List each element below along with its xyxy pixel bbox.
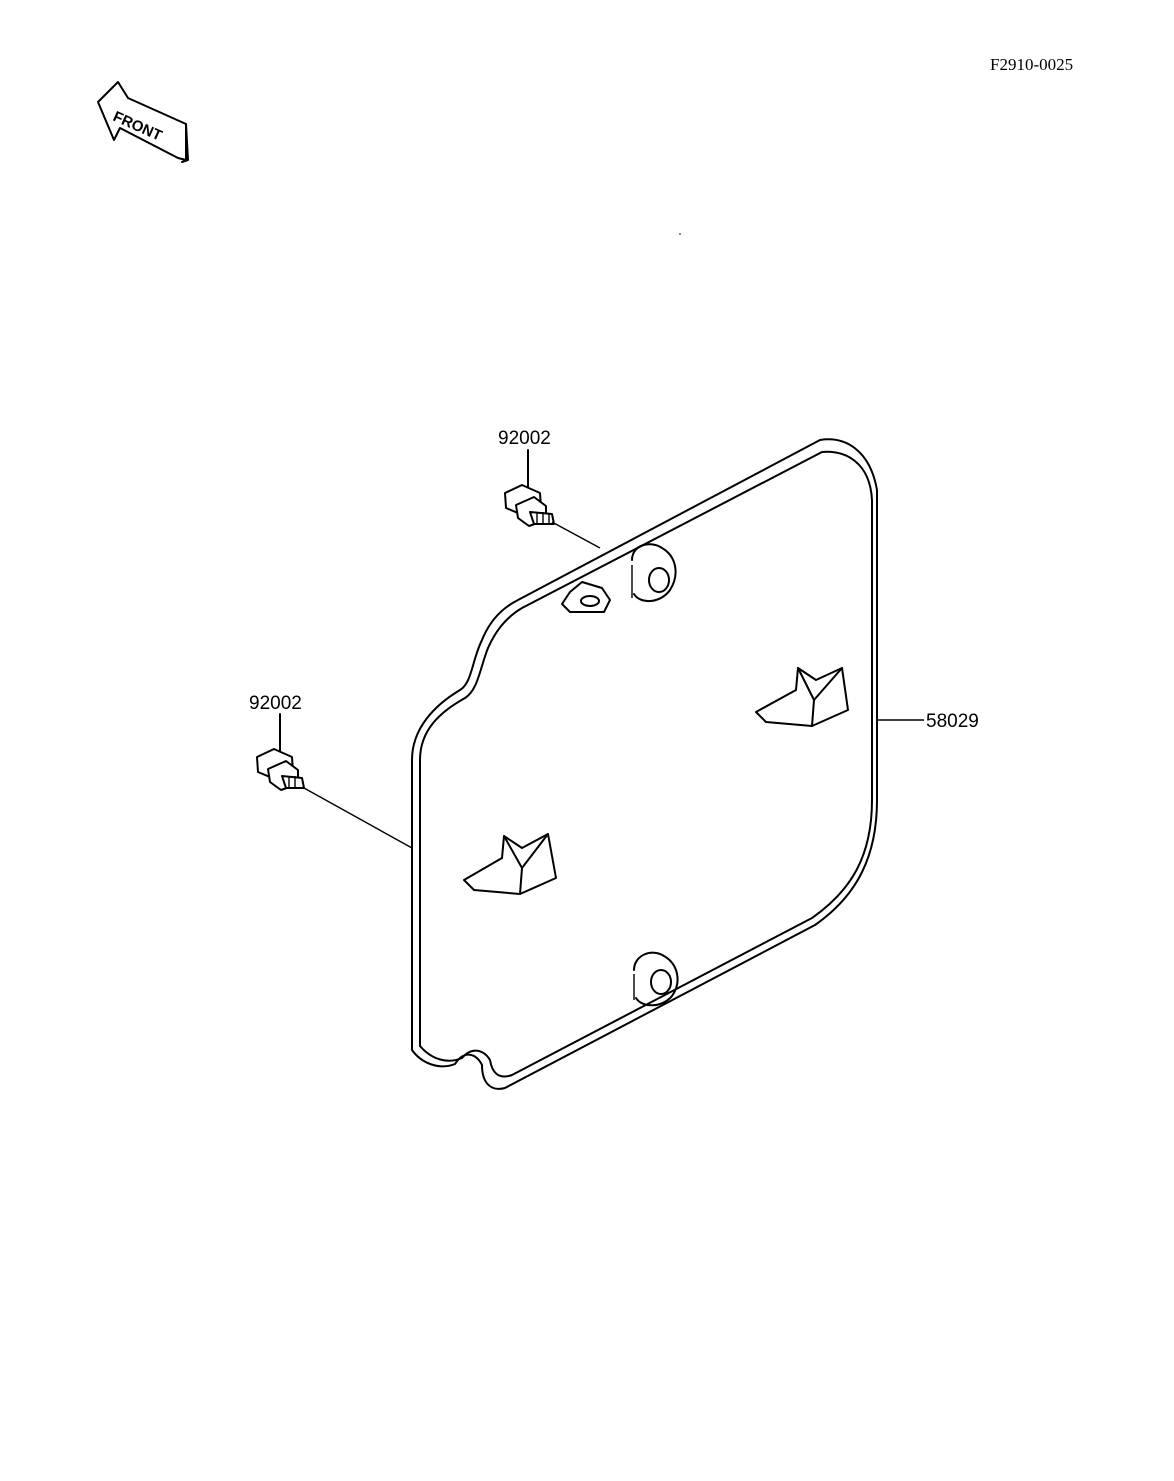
plate-58029	[411, 438, 878, 1090]
part-number-92002-upper: 92002	[498, 428, 551, 449]
bolt-92002-lower	[256, 713, 413, 849]
front-direction-arrow-icon: FRONT	[97, 81, 189, 163]
speck	[679, 233, 681, 235]
bolt-92002-upper	[504, 449, 601, 549]
drawing-code: F2910-0025	[990, 55, 1073, 74]
part-number-92002-lower: 92002	[249, 693, 302, 714]
part-number-58029: 58029	[926, 711, 979, 732]
